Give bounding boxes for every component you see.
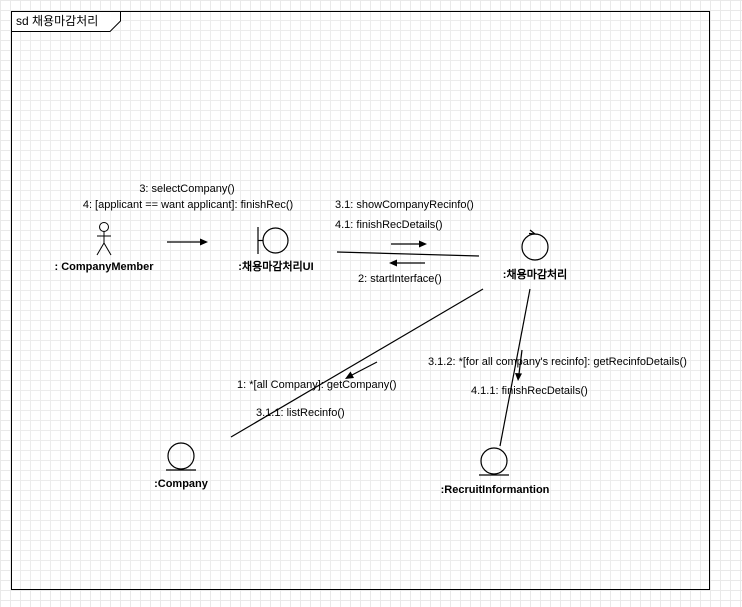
message-start-interface: 2: startInterface() [358,273,442,285]
boundary-label: :채용마감처리UI [238,261,314,273]
message-get-company: 1: *[all Company]: getCompany() [237,379,397,391]
arrow-control-to-recruit [515,349,523,381]
actor-label: : CompanyMember [54,261,154,273]
frame-label: sd 채용마감처리 [16,14,99,28]
arrow-boundary-to-control [391,240,427,248]
message-get-recinfo-details: 3.1.2: *[for all company's recinfo]: get… [428,356,687,368]
link-control-recruit [499,288,531,447]
link-boundary-control [336,251,480,257]
frame-tab [11,11,121,32]
message-select-company: 3: selectCompany() [139,183,235,195]
control-icon [521,229,549,261]
link-control-company [230,288,484,438]
entity-icon-recruit [479,447,509,476]
company-label: :Company [154,478,208,490]
control-label: :채용마감처리 [502,269,568,281]
message-list-recinfo: 3.1.1: listRecinfo() [256,407,345,419]
message-finish-rec-details: 4.1: finishRecDetails() [335,219,443,231]
sequence-frame [11,11,710,590]
message-finish-rec-details-2: 4.1.1: finishRecDetails() [471,385,588,397]
message-show-recinfo: 3.1: showCompanyRecinfo() [335,199,474,211]
boundary-icon [257,227,289,254]
actor-icon [96,222,112,256]
arrow-control-to-company [345,361,378,379]
recruit-label: :RecruitInformantion [440,484,550,496]
arrow-control-to-boundary [389,259,425,267]
arrow-actor-to-boundary [167,238,208,246]
message-finish-rec: 4: [applicant == want applicant]: finish… [82,199,294,211]
entity-icon-company [166,442,196,471]
